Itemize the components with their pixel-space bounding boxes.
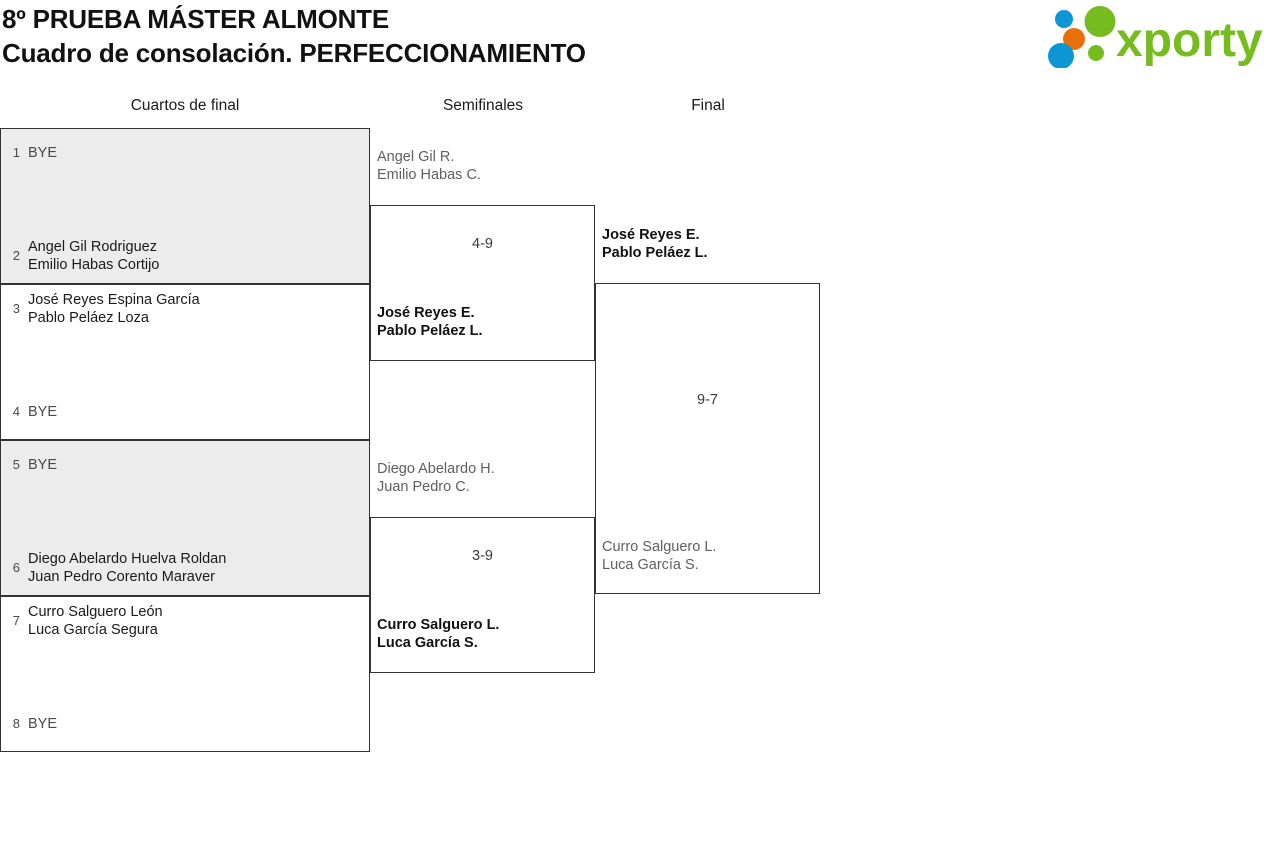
r1-entry-7[interactable]: 7 Curro Salguero León Luca García Segura	[4, 603, 163, 639]
sf2-bottom-team[interactable]: Curro Salguero L. Luca García S.	[377, 617, 500, 651]
sf1-top-team[interactable]: Angel Gil R. Emilio Habas C.	[377, 149, 481, 183]
round-header-semifinals: Semifinales	[442, 97, 524, 114]
tournament-title: 8º PRUEBA MÁSTER ALMONTE	[2, 4, 390, 34]
seed-number: 7	[12, 613, 20, 628]
final-score: 9-7	[697, 392, 718, 408]
final-bottom-team[interactable]: Curro Salguero L. Luca García S.	[602, 539, 717, 573]
r1-entry-1[interactable]: 1 BYE	[4, 144, 57, 162]
seed-number: 3	[12, 301, 20, 316]
bye-label: BYE	[28, 404, 58, 420]
sf-match-2[interactable]	[370, 517, 595, 673]
round-header-quarterfinals: Cuartos de final	[130, 97, 240, 114]
seed-number: 8	[12, 716, 20, 731]
xporty-logo[interactable]: xporty	[1044, 6, 1274, 68]
seed-number: 4	[12, 404, 20, 419]
seed-number: 1	[12, 145, 20, 160]
sf2-score: 3-9	[472, 548, 493, 564]
team-names: Angel Gil Rodriguez Emilio Habas Cortijo	[28, 239, 160, 273]
r1-match-1[interactable]	[0, 128, 370, 284]
r1-match-3[interactable]	[0, 440, 370, 596]
r1-entry-8[interactable]: 8 BYE	[4, 715, 57, 733]
r1-entry-5[interactable]: 5 BYE	[4, 456, 57, 474]
bye-label: BYE	[28, 457, 58, 473]
final-match[interactable]	[595, 283, 820, 594]
logo-dots-icon	[1048, 6, 1116, 68]
bracket-subtitle: Cuadro de consolación. PERFECCIONAMIENTO	[2, 38, 586, 68]
bye-label: BYE	[28, 145, 58, 161]
seed-number: 6	[12, 560, 20, 575]
round-header-final: Final	[691, 97, 725, 114]
final-top-team[interactable]: José Reyes E. Pablo Peláez L.	[602, 227, 708, 261]
sf2-top-team[interactable]: Diego Abelardo H. Juan Pedro C.	[377, 461, 495, 495]
r1-match-4[interactable]	[0, 596, 370, 752]
r1-entry-6[interactable]: 6 Diego Abelardo Huelva Roldan Juan Pedr…	[4, 550, 227, 586]
team-names: José Reyes Espina García Pablo Peláez Lo…	[28, 292, 200, 326]
seed-number: 5	[12, 457, 20, 472]
seed-number: 2	[12, 248, 20, 263]
logo-wordmark: xporty	[1116, 14, 1263, 67]
sf1-score: 4-9	[472, 236, 493, 252]
team-names: Diego Abelardo Huelva Roldan Juan Pedro …	[28, 551, 227, 585]
r1-match-2[interactable]	[0, 284, 370, 440]
r1-entry-3[interactable]: 3 José Reyes Espina García Pablo Peláez …	[4, 291, 200, 327]
sf1-bottom-team[interactable]: José Reyes E. Pablo Peláez L.	[377, 305, 483, 339]
team-names: Curro Salguero León Luca García Segura	[28, 604, 163, 638]
r1-entry-2[interactable]: 2 Angel Gil Rodriguez Emilio Habas Corti…	[4, 238, 160, 274]
bye-label: BYE	[28, 716, 58, 732]
page-title: 8º PRUEBA MÁSTER ALMONTE Cuadro de conso…	[0, 0, 900, 70]
r1-entry-4[interactable]: 4 BYE	[4, 403, 57, 421]
sf-match-1[interactable]	[370, 205, 595, 361]
